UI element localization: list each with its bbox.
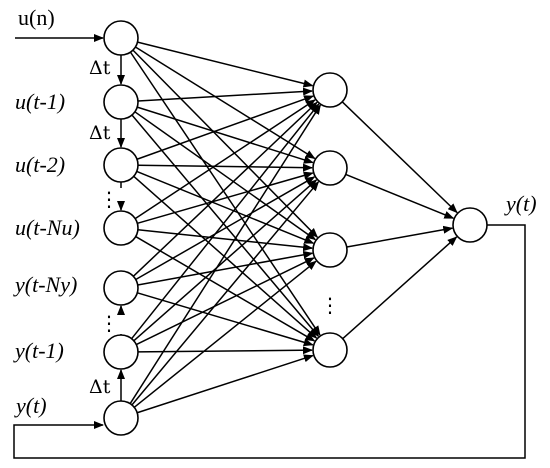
label-u-t-1: u(t-1): [15, 89, 65, 114]
edge-input-3-hidden-3: [136, 170, 315, 244]
edge-input-5-hidden-2: [135, 176, 316, 281]
feedback-loop: [13, 224, 526, 459]
ellipsis-u-inputs: ⋮: [99, 187, 119, 211]
edge-hidden-3-output: [346, 225, 454, 248]
input-layer: [103, 20, 139, 436]
input-node-u-t-nu: [103, 210, 139, 246]
edge-hidden-1-output: [341, 101, 458, 214]
input-node-u-n: [103, 20, 139, 56]
connections: [13, 34, 526, 459]
edge-input-5-hidden-4: [137, 292, 314, 347]
hidden-node-1: [312, 72, 348, 108]
edge-input-6-hidden-2: [133, 179, 318, 342]
edge-input-1-hidden-2: [135, 46, 316, 160]
input-node-u-t-1: [103, 84, 139, 120]
delay-label-2: Δt: [89, 122, 111, 144]
output-node: [452, 207, 488, 243]
edge-input-5-hidden-3: [137, 250, 314, 286]
input-node-y-t-ny: [103, 270, 139, 306]
input-node-y-t: [103, 400, 139, 436]
edge-input-3-hidden-1: [136, 95, 314, 160]
edge-input-4-hidden-1: [134, 99, 316, 220]
hidden-node-3: [312, 232, 348, 268]
hidden-node-4: [312, 332, 348, 368]
edge-input-7-hidden-4: [136, 354, 314, 414]
edge-input-4-hidden-2: [137, 171, 314, 225]
edge-hidden-4-output: [342, 236, 458, 340]
ellipsis-y-inputs: ⋮: [99, 311, 119, 335]
edge-input-2-hidden-1: [137, 87, 314, 102]
edge-input-3-hidden-4: [133, 175, 318, 339]
delay-label-3: Δt: [89, 376, 111, 398]
edge-input-6-hidden-1: [131, 103, 320, 340]
label-u-t-2: u(t-2): [15, 152, 65, 177]
edge-input-6-hidden-4: [137, 346, 314, 355]
edge-input-2-hidden-2: [136, 106, 314, 164]
edge-hidden-2-output: [345, 173, 455, 219]
hidden-node-2: [312, 150, 348, 186]
edge-input-6-hidden-3: [135, 257, 315, 346]
input-node-y-t-1: [103, 334, 139, 370]
input-node-u-t-2: [103, 147, 139, 183]
ellipsis-hidden: ⋮: [320, 293, 340, 317]
label-u-n: u(n): [18, 5, 55, 30]
edge-input-2-hidden-3: [134, 111, 317, 241]
label-y-t-1: y(t-1): [13, 338, 64, 363]
label-u-t-nu: u(t-Nu): [15, 215, 80, 240]
edge-input-4-hidden-3: [137, 229, 314, 252]
edge-input-7-hidden-2: [131, 181, 320, 406]
edge-input-7-hidden-1: [129, 104, 321, 405]
edge-input-5-hidden-1: [132, 101, 318, 277]
edge-input-1-hidden-1: [137, 41, 314, 88]
label-y-t-ny: y(t-Ny): [13, 272, 77, 297]
edge-input-2-hidden-4: [131, 114, 320, 338]
hidden-layer: [312, 72, 348, 368]
label-y-t-output: y(t): [504, 191, 537, 216]
edge-input-3-hidden-2: [137, 163, 314, 172]
delay-label-1: Δt: [89, 57, 111, 79]
edge-input-7-hidden-3: [133, 260, 317, 408]
edge-input-4-hidden-4: [135, 235, 316, 342]
label-y-t-input: y(t): [14, 393, 47, 418]
